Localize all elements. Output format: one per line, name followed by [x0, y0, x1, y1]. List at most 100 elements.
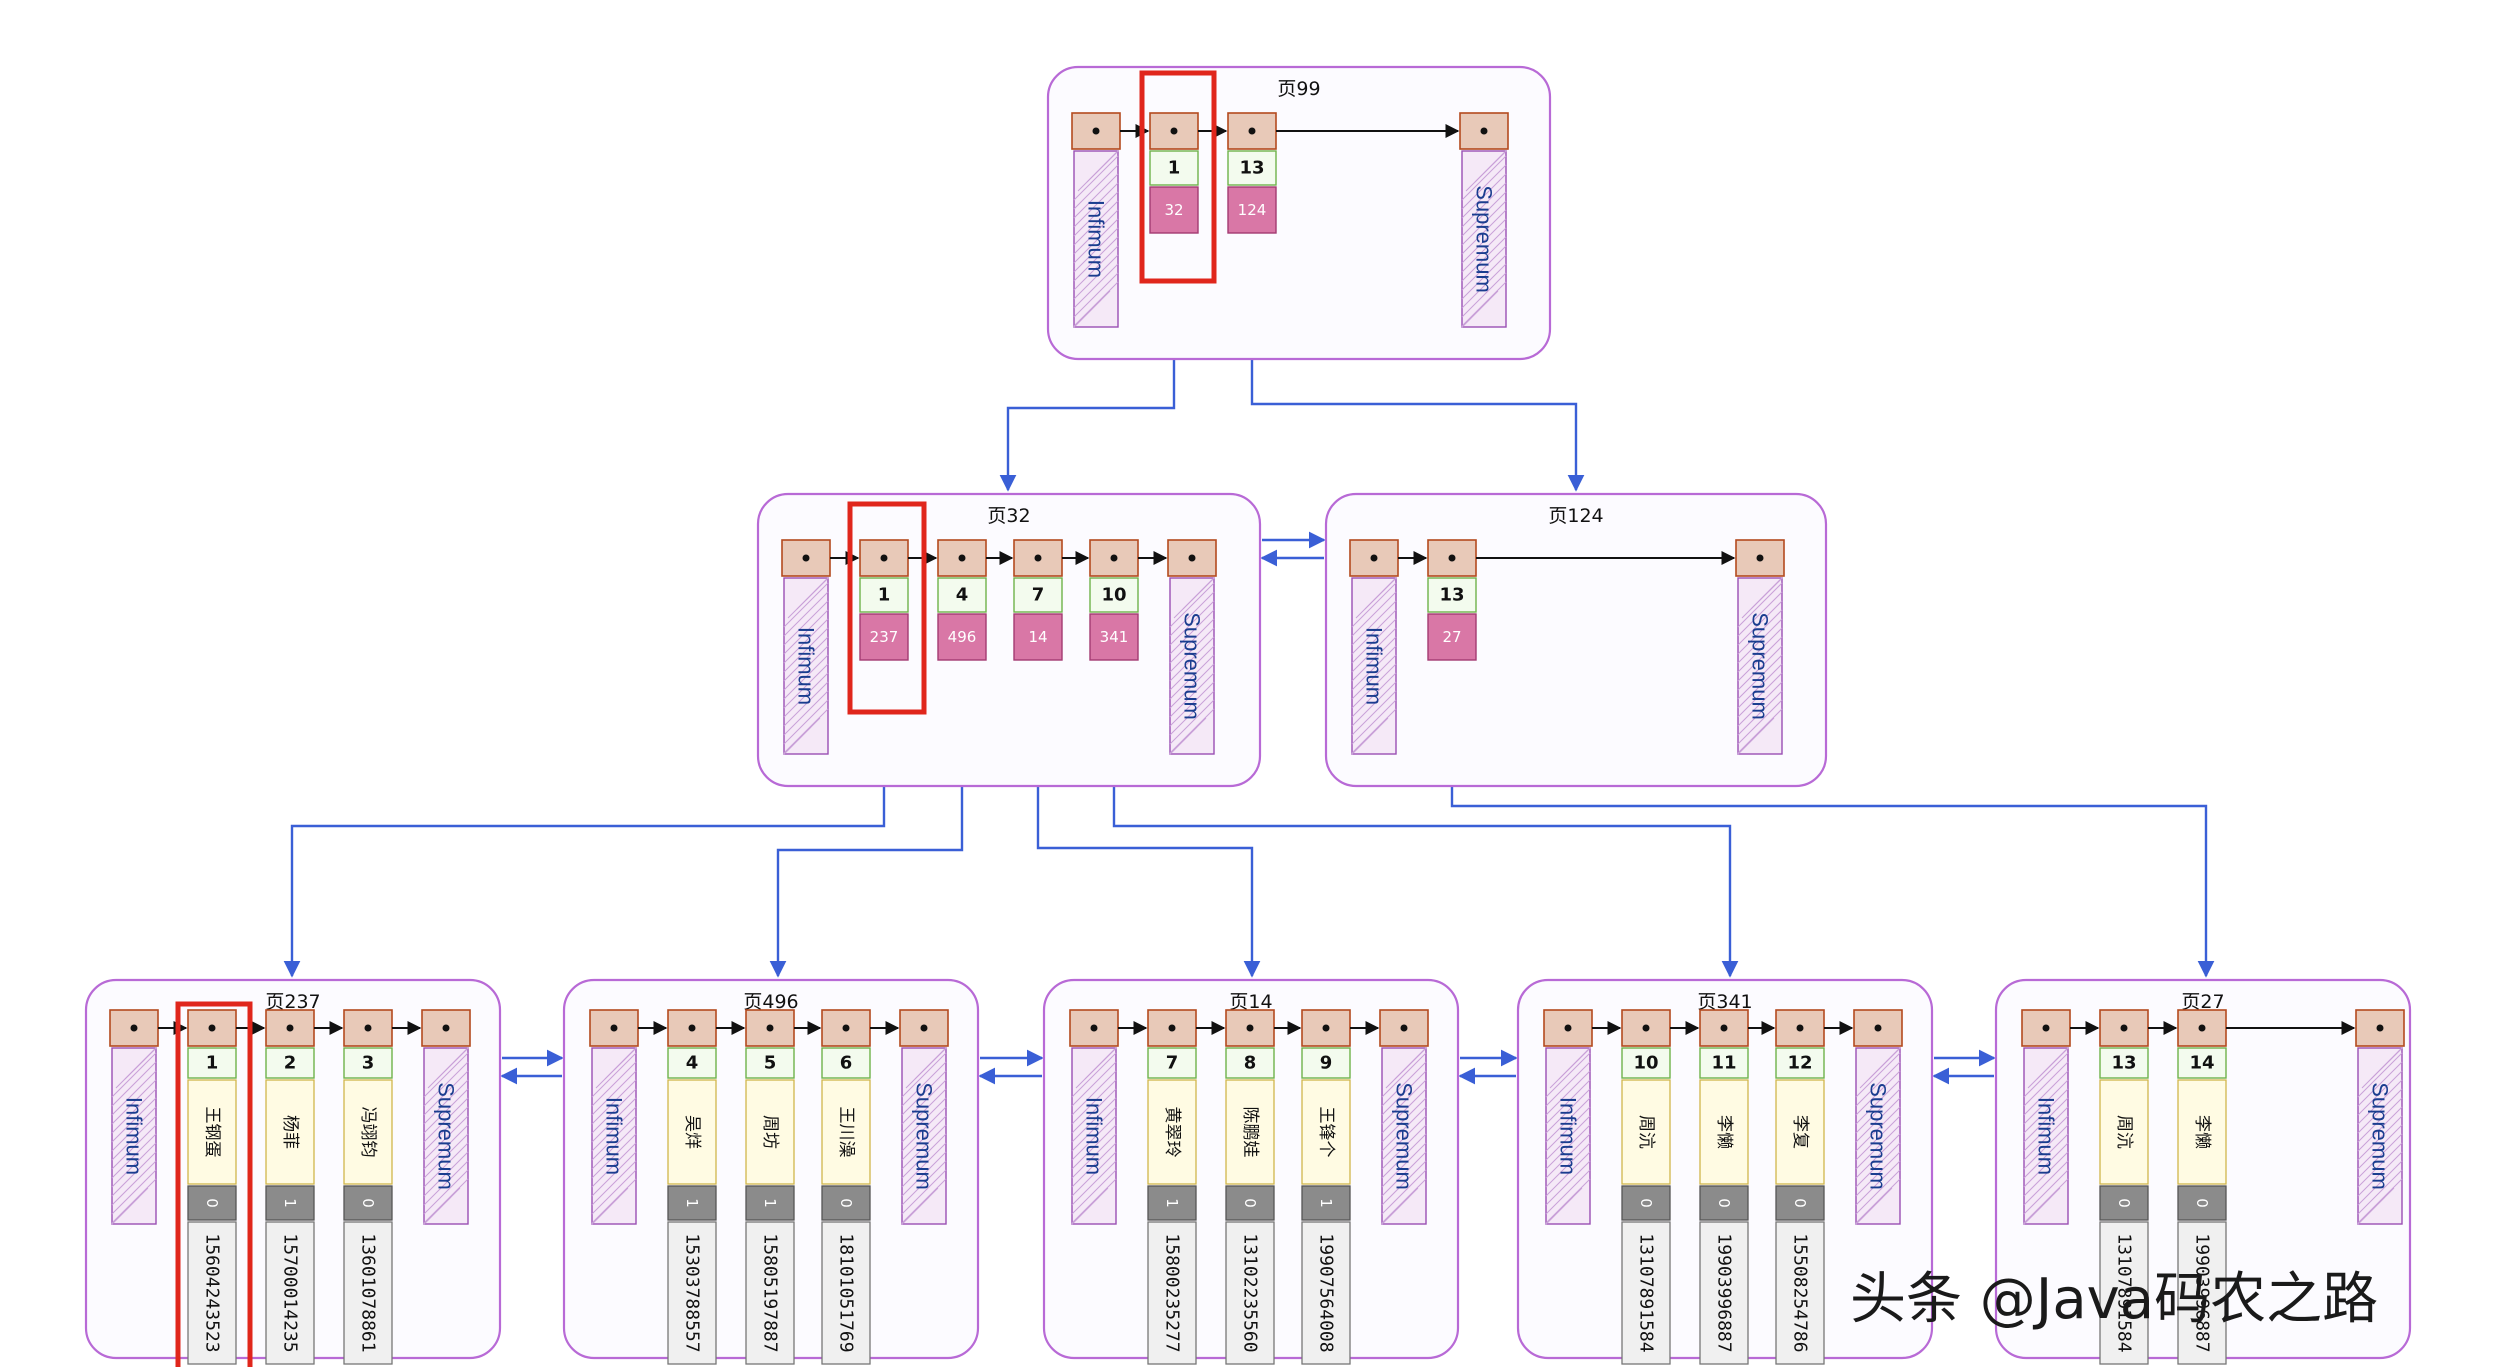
hatch-pattern: [591, 1047, 637, 1225]
hatch-line: [1381, 1178, 1427, 1224]
hatch-line: [1737, 600, 1783, 646]
hatch-line: [783, 654, 829, 700]
record-key: 2: [284, 1053, 297, 1074]
hatch-line: [901, 1124, 947, 1170]
hatch-line: [1545, 1061, 1591, 1107]
hatch-pattern: [2023, 1047, 2069, 1225]
record-key: 7: [1032, 585, 1045, 606]
child-page-cell: [1227, 186, 1277, 234]
pointer-dot: [1322, 1024, 1330, 1032]
hatch-line: [1071, 1160, 1117, 1206]
supremum-record-label: Supremum: [434, 1082, 459, 1190]
hatch-line: [591, 1133, 637, 1179]
hatch-line: [1169, 591, 1215, 637]
hatch-line: [783, 717, 821, 755]
hatch-line: [423, 1178, 469, 1224]
pointer-dot: [208, 1024, 216, 1032]
supremum-record-body: [1169, 577, 1215, 755]
flag-cell: [1147, 1185, 1197, 1221]
infimum-record-pointer: [1069, 1009, 1119, 1047]
hatch-line: [901, 1061, 947, 1107]
record-key: 8: [1244, 1053, 1257, 1074]
flag-cell: [745, 1185, 795, 1221]
hatch-line: [1073, 263, 1119, 309]
hatch-line: [1855, 1133, 1901, 1179]
key-cell: [821, 1047, 871, 1079]
hatch-line: [423, 1097, 469, 1143]
hatch-line: [1169, 654, 1215, 700]
hatch-line: [111, 1151, 157, 1197]
hatch-line: [1381, 1160, 1427, 1206]
name-cell: [1775, 1079, 1825, 1185]
record-key: 10: [1633, 1053, 1658, 1074]
hatch-line: [1071, 1097, 1117, 1143]
hatch-line: [111, 1106, 157, 1152]
hatch-line: [1169, 717, 1207, 755]
record-name: 李复: [1790, 1115, 1810, 1149]
hatch-line: [783, 645, 829, 691]
hatch-line: [1545, 1088, 1591, 1134]
pointer-dot: [286, 1024, 294, 1032]
record-phone: 15303788557: [682, 1233, 703, 1352]
hatch-line: [1169, 690, 1215, 736]
key-cell: [859, 577, 909, 613]
hatch-line: [1351, 663, 1397, 709]
hatch-line: [111, 1187, 149, 1225]
record-name: 王锋个: [1316, 1107, 1336, 1158]
hatch-line: [783, 636, 829, 682]
key-cell: [1621, 1047, 1671, 1079]
pointer-dot: [1564, 1024, 1572, 1032]
phone-cell: [1301, 1221, 1351, 1365]
infimum-record: Infimum: [1349, 539, 1399, 755]
infimum-record-label: Infimum: [1362, 627, 1387, 705]
supremum-record: Supremum: [1853, 1009, 1903, 1225]
hatch-line: [423, 1061, 469, 1107]
hatch-line: [1071, 1052, 1117, 1098]
record-name: 周坊: [760, 1115, 780, 1149]
record-key: 14: [2189, 1053, 2214, 1074]
hatch-line: [591, 1142, 637, 1188]
hatch-line: [111, 1160, 157, 1206]
hatch-line: [1073, 164, 1119, 210]
hatch-line: [1855, 1169, 1901, 1215]
hatch-pattern: [1545, 1047, 1591, 1225]
hatch-line: [1895, 1047, 1901, 1053]
record-flag: 1: [281, 1198, 299, 1208]
hatch-line: [1351, 699, 1397, 745]
hatch-line: [1461, 200, 1507, 246]
supremum-record-label: Supremum: [1866, 1082, 1891, 1190]
watermark: 头条 @Java码农之路: [1850, 1267, 2378, 1332]
hatch-line: [423, 1133, 469, 1179]
name-cell: [343, 1079, 393, 1185]
hatch-line: [1351, 627, 1397, 673]
hatch-line: [111, 1124, 157, 1170]
pointer-dot: [1720, 1024, 1728, 1032]
hatch-line: [1855, 1178, 1901, 1224]
pointer-dot: [802, 554, 810, 562]
infimum-record-label: Infimum: [1556, 1097, 1581, 1175]
record-flag: 1: [761, 1198, 779, 1208]
hatch-line: [2023, 1133, 2069, 1179]
hatch-line: [1855, 1151, 1901, 1197]
child-page-number: 32: [1164, 201, 1183, 219]
flag-cell: [1301, 1185, 1351, 1221]
hatch-line: [111, 1178, 157, 1224]
hatch-line: [2357, 1133, 2403, 1179]
hatch-line: [1111, 1047, 1117, 1053]
hatch-line: [1073, 254, 1119, 300]
record-phone: 13601078861: [358, 1233, 379, 1352]
index-record: 714: [1013, 539, 1063, 661]
hatch-line: [1855, 1187, 1893, 1225]
hatch-line: [1351, 672, 1397, 718]
pointer-dot: [1480, 127, 1488, 135]
supremum-record: Supremum: [1459, 112, 1509, 328]
hatch-line: [2023, 1052, 2069, 1098]
hatch-line: [1545, 1070, 1591, 1116]
hatch-line: [1737, 645, 1783, 691]
hatch-line: [1071, 1088, 1117, 1134]
